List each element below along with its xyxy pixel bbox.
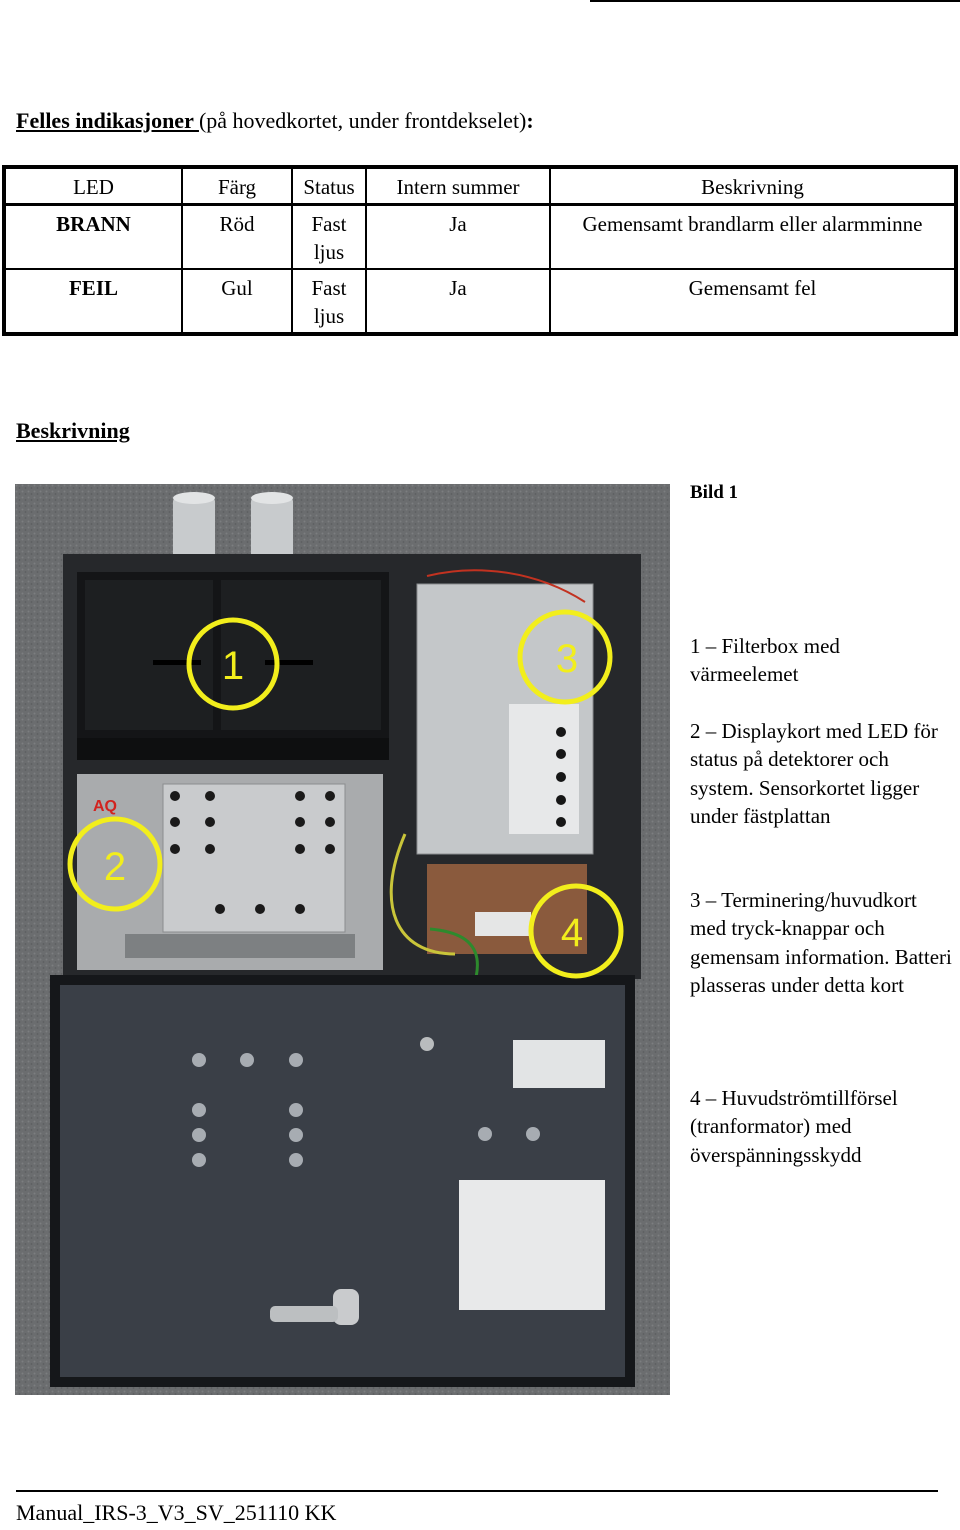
cell-status: Fast ljus xyxy=(291,268,367,335)
terminal-buttons xyxy=(556,727,566,827)
lid-label-small xyxy=(513,1040,605,1088)
heading-colon: : xyxy=(526,108,534,133)
heading-bold: Felles indikasjoner xyxy=(16,108,199,133)
header-color: Färg xyxy=(181,166,293,206)
led-table: LED Färg Status Intern summer Beskrivnin… xyxy=(2,165,958,336)
bottom-rule xyxy=(16,1490,938,1492)
top-rule xyxy=(590,0,960,2)
marker-circle-1 xyxy=(186,617,280,711)
cell-buzzer: Ja xyxy=(365,268,551,335)
description-4: 4 – Huvudströmtillförsel (tranformator) … xyxy=(690,1086,898,1167)
header-description: Beskrivning xyxy=(549,166,957,206)
header-status: Status xyxy=(291,166,367,206)
marker-circle-3 xyxy=(517,609,613,705)
cell-buzzer: Ja xyxy=(365,203,551,270)
pipe-left xyxy=(173,496,215,560)
device-photo: AQ 1 2 3 4 xyxy=(15,484,670,1395)
cell-led: BRANN xyxy=(3,203,183,270)
table-header-row: LED Färg Status Intern summer Beskrivnin… xyxy=(3,166,957,206)
marker-label-3: 3 xyxy=(556,637,578,681)
header-led: LED xyxy=(3,166,183,206)
table-row: FEIL Gul Fast ljus Ja Gemensamt fel xyxy=(3,268,957,335)
cell-description: Gemensamt fel xyxy=(549,268,957,335)
lid-lock xyxy=(333,1289,359,1325)
marker-label-2: 2 xyxy=(104,845,126,889)
marker-circle-2 xyxy=(67,816,163,912)
lid-label-large xyxy=(459,1180,605,1310)
cell-status: Fast ljus xyxy=(291,203,367,270)
cell-led: FEIL xyxy=(3,268,183,335)
marker-label-1: 1 xyxy=(222,644,244,688)
marker-circle-4 xyxy=(528,883,624,979)
description-3: 3 – Terminering/huvudkort med tryck-knap… xyxy=(690,888,952,998)
display-leds xyxy=(170,791,335,914)
page-heading: Felles indikasjoner (på hovedkortet, und… xyxy=(16,108,534,134)
cell-description: Gemensamt brandlarm eller alarmminne xyxy=(549,203,957,270)
figure-label: Bild 1 xyxy=(690,482,739,503)
heading-normal: (på hovedkortet, under frontdekselet) xyxy=(198,108,527,133)
transformer xyxy=(427,864,587,954)
brand-mark: AQ xyxy=(93,798,117,815)
description-2: 2 – Displaykort med LED för status på de… xyxy=(690,719,938,829)
cell-color: Gul xyxy=(181,268,293,335)
description-1: 1 – Filterbox med värmeelemet xyxy=(690,634,840,687)
header-buzzer: Intern summer xyxy=(365,166,551,206)
cell-color: Röd xyxy=(181,203,293,270)
lid-indicator-holes xyxy=(192,1053,540,1167)
section-title: Beskrivning xyxy=(16,418,130,443)
footer: Manual_IRS-3_V3_SV_251110 KK xyxy=(16,1500,337,1525)
table-row: BRANN Röd Fast ljus Ja Gemensamt brandla… xyxy=(3,203,957,270)
pipe-right xyxy=(251,496,293,560)
marker-label-4: 4 xyxy=(561,911,583,955)
lid-lock-handle xyxy=(270,1306,338,1322)
